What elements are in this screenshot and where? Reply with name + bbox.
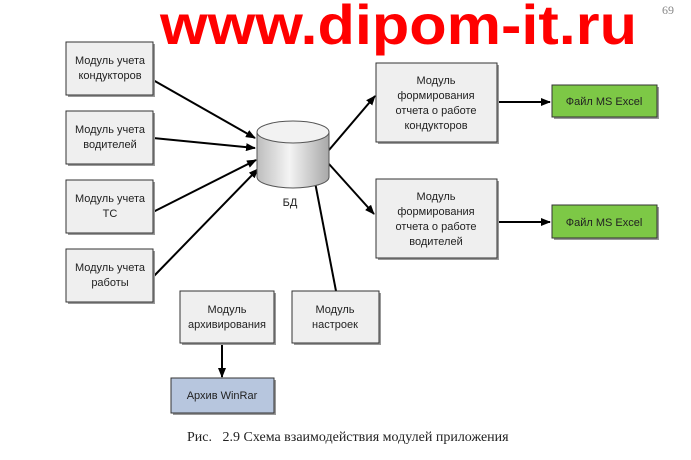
node-archive: Модуль архивирования [179, 290, 276, 345]
svg-text:Модуль: Модуль [417, 75, 456, 87]
node-winrar: Архив WinRar [170, 377, 276, 415]
edge-conductors-db [152, 79, 256, 139]
svg-text:Модуль учета: Модуль учета [75, 262, 146, 274]
node-report-drivers: Модуль формирования отчета о работе води… [375, 178, 499, 260]
svg-text:настроек: настроек [312, 319, 358, 331]
edge-db-report1 [328, 95, 376, 151]
svg-text:Модуль учета: Модуль учета [75, 193, 146, 205]
svg-text:ТС: ТС [103, 208, 118, 220]
svg-text:отчета о работе: отчета о работе [395, 221, 476, 233]
svg-text:формирования: формирования [397, 90, 474, 102]
svg-text:водителей: водителей [83, 139, 137, 151]
node-db: БД [256, 120, 330, 209]
svg-text:кондукторов: кондукторов [78, 70, 141, 82]
node-work: Модуль учета работы [65, 248, 155, 304]
node-conductors: Модуль учета кондукторов [65, 41, 155, 97]
edge-work-db [152, 168, 259, 278]
edge-db-report2 [328, 163, 375, 215]
node-drivers: Модуль учета водителей [65, 110, 155, 166]
svg-text:Файл MS Excel: Файл MS Excel [566, 96, 643, 108]
svg-text:Модуль: Модуль [208, 304, 247, 316]
node-excel2: Файл MS Excel [551, 204, 659, 240]
svg-text:Модуль: Модуль [316, 304, 355, 316]
svg-text:архивирования: архивирования [188, 319, 266, 331]
svg-text:формирования: формирования [397, 206, 474, 218]
svg-text:водителей: водителей [409, 236, 463, 248]
edge-drivers-db [152, 137, 256, 152]
edge-settings-db [311, 176, 337, 292]
svg-text:Модуль учета: Модуль учета [75, 124, 146, 136]
page-number: 69 [662, 3, 674, 17]
edges [152, 79, 551, 378]
svg-text:Модуль: Модуль [417, 191, 456, 203]
watermark: www.dipom-it.ru [159, 0, 637, 56]
svg-text:работы: работы [91, 277, 128, 289]
svg-text:Архив WinRar: Архив WinRar [187, 390, 258, 402]
svg-text:Файл MS Excel: Файл MS Excel [566, 217, 643, 229]
db-label: БД [283, 197, 298, 209]
node-report-conductors: Модуль формирования отчета о работе конд… [375, 62, 499, 144]
edge-ts-db [152, 159, 257, 213]
figure-caption: Рис. 2.9 Схема взаимодействия модулей пр… [187, 430, 509, 445]
node-settings: Модуль настроек [291, 290, 381, 345]
svg-text:Модуль учета: Модуль учета [75, 55, 146, 67]
svg-text:отчета о работе: отчета о работе [395, 105, 476, 117]
svg-text:кондукторов: кондукторов [404, 120, 467, 132]
node-excel1: Файл MS Excel [551, 84, 659, 119]
